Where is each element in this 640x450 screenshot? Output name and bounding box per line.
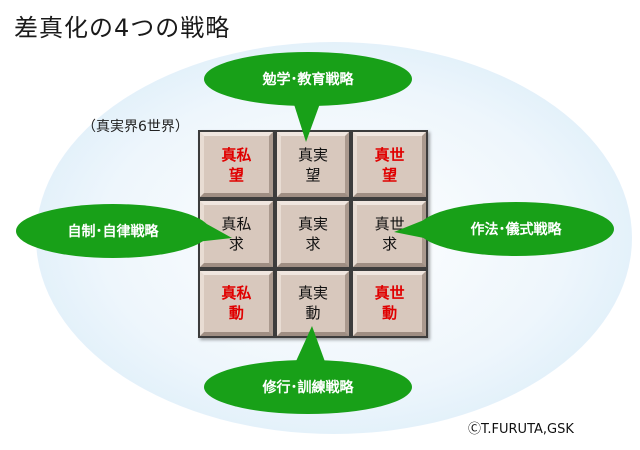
grid-cell-6: 真私 動 <box>200 270 273 336</box>
grid-cell-2: 真世 望 <box>353 132 426 198</box>
cell-line2: 動 <box>305 304 321 323</box>
grid-cell-8: 真世 動 <box>353 270 426 336</box>
grid-cell-1: 真実 望 <box>276 132 350 198</box>
cell-line2: 望 <box>382 165 398 184</box>
cell-line2: 求 <box>305 234 321 253</box>
bubble-pointer-right <box>394 216 434 240</box>
strategy-bubble-left: 自制･自律戦略 <box>16 204 232 258</box>
page-title: 差真化の4つの戦略 <box>14 14 231 42</box>
grid-caption: （真実界6世界） <box>82 119 189 135</box>
strategy-label-right: 作法･儀式戦略 <box>470 222 562 238</box>
grid-cell-0: 真私 望 <box>200 132 273 198</box>
bubble-pointer-left <box>196 218 232 242</box>
strategy-bubble-top: 勉学･教育戦略 <box>204 52 412 142</box>
cell-line1: 真私 <box>221 214 252 233</box>
strategy-bubble-bottom: 修行･訓練戦略 <box>204 326 412 414</box>
cell-line1: 真実 <box>297 284 328 303</box>
cell-line2: 求 <box>382 234 398 253</box>
strategy-label-top: 勉学･教育戦略 <box>262 72 354 88</box>
cell-line2: 動 <box>228 304 244 323</box>
strategy-bubble-right: 作法･儀式戦略 <box>394 202 614 256</box>
cell-line1: 真実 <box>297 145 328 164</box>
bubble-pointer-bottom <box>292 326 328 370</box>
copyright-notice: ⒸT.FURUTA,GSK <box>468 422 574 437</box>
cell-line1: 真世 <box>374 214 405 233</box>
strategy-label-bottom: 修行･訓練戦略 <box>262 380 354 396</box>
cell-line2: 望 <box>305 165 321 184</box>
bubble-pointer-top <box>292 98 322 142</box>
cell-line2: 動 <box>382 304 398 323</box>
strategy-label-left: 自制･自律戦略 <box>67 224 159 240</box>
cell-line1: 真実 <box>297 214 328 233</box>
world-grid: 真私 望 真実 望 真世 望 真私 求 真実 求 真世 求 真私 動 真実 動 … <box>198 130 428 338</box>
cell-line1: 真世 <box>374 145 405 164</box>
cell-line1: 真私 <box>221 145 252 164</box>
cell-line1: 真私 <box>221 284 252 303</box>
cell-line2: 望 <box>228 165 244 184</box>
grid-cell-4: 真実 求 <box>276 201 350 267</box>
grid-cell-3: 真私 求 <box>200 201 273 267</box>
cell-line1: 真世 <box>374 284 405 303</box>
cell-line2: 求 <box>228 234 244 253</box>
grid-cell-7: 真実 動 <box>276 270 350 336</box>
